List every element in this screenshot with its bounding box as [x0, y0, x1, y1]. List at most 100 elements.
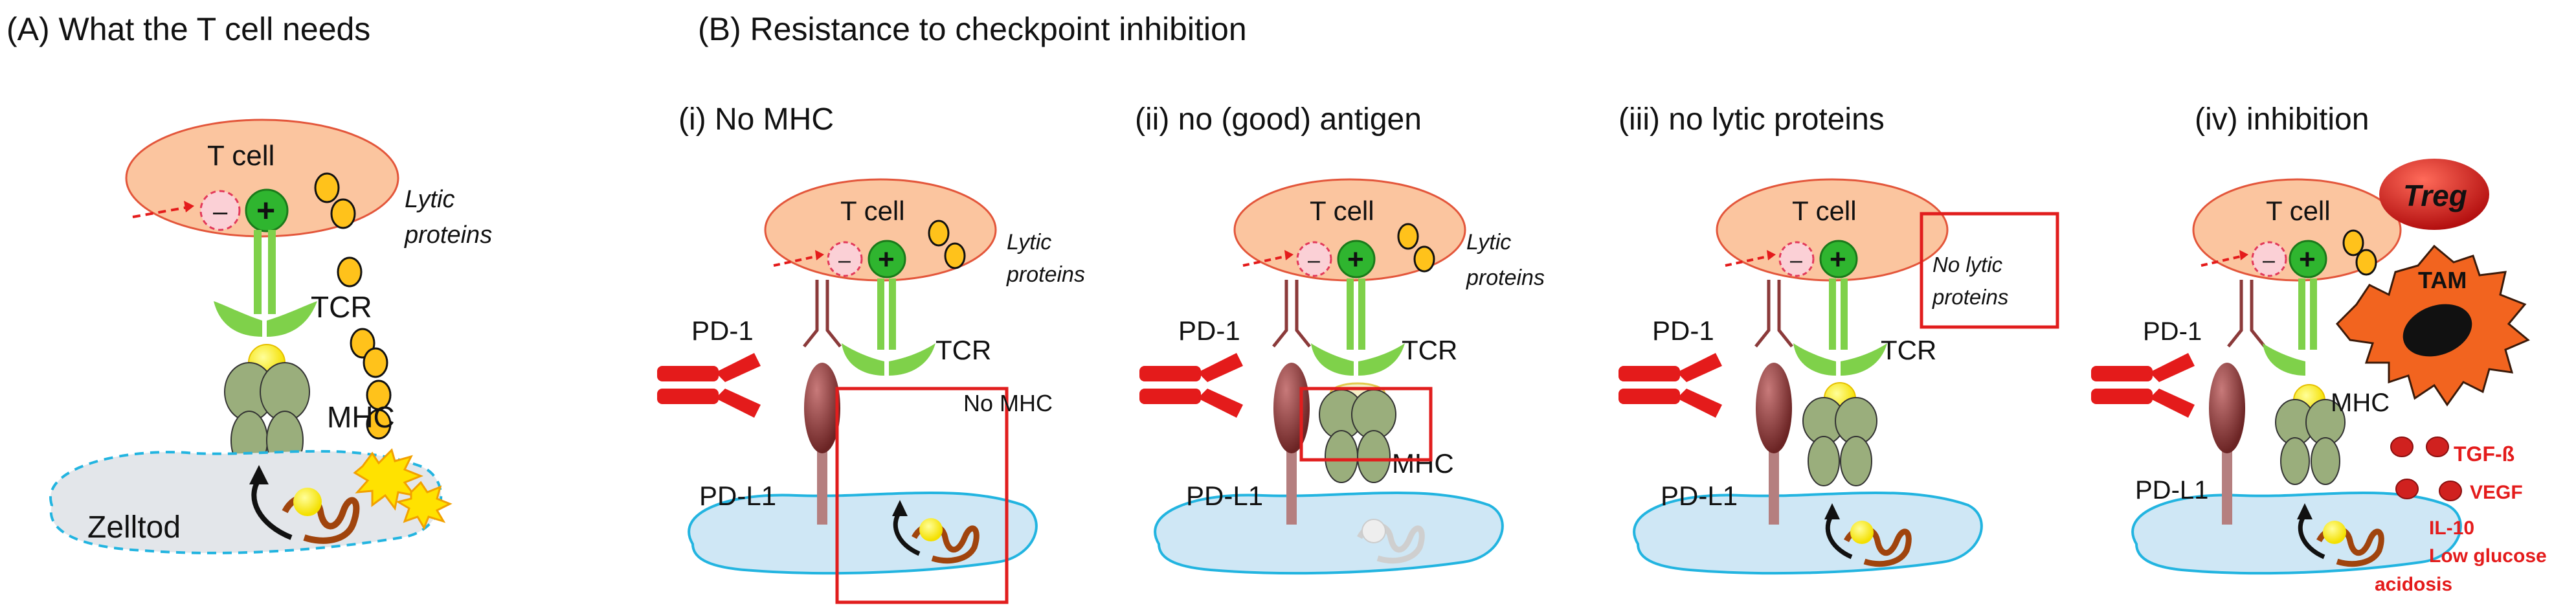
dna-arrow-icon: [251, 477, 293, 540]
t-cell-label: T cell: [1792, 196, 1857, 226]
pd1-label: PD-1: [691, 315, 754, 346]
subpanel-iv-title: (iv) inhibition: [2195, 102, 2369, 137]
pd1-icon: [1272, 280, 1311, 348]
t-cell-label: T cell: [2266, 196, 2331, 226]
lytic-label-1: Lytic: [1466, 230, 1511, 255]
svg-text:–: –: [838, 248, 851, 273]
no-lytic-label-1: No lytic: [1932, 253, 2003, 277]
tcr-label: TCR: [1881, 335, 1936, 365]
tumor-cell-icon: [1633, 491, 1983, 575]
pd1-label: PD-1: [1652, 315, 1714, 346]
plus-receptor-icon: [245, 188, 289, 232]
pdl1-icon: [804, 363, 840, 525]
factor-acidosis: acidosis: [2375, 574, 2452, 595]
signal-arrow-icon: [132, 206, 188, 218]
pdl1-label: PD-L1: [2135, 476, 2208, 504]
mhc-icon: [2275, 399, 2346, 485]
panel-a: (A) What the T cell needs T cell – + Lyt…: [6, 11, 492, 554]
svg-text:+: +: [878, 244, 895, 275]
tcr-icon: [1793, 278, 1887, 376]
svg-text:–: –: [1308, 248, 1320, 273]
antibody-icon: [1618, 353, 1722, 418]
panel-a-heading: (A) What the T cell needs: [6, 11, 370, 47]
subpanel-iv: (iv) inhibition T cell – + Treg TAM: [2091, 102, 2547, 595]
panel-b: (B) Resistance to checkpoint inhibition …: [657, 11, 2547, 604]
pd1-icon: [2227, 280, 2266, 348]
subpanel-iii: (iii) no lytic proteins T cell – + No ly…: [1618, 102, 2059, 575]
mhc-label: MHC: [2331, 389, 2390, 417]
antibody-icon: [1139, 353, 1243, 418]
lytic-granule-icon: [314, 172, 392, 440]
lytic-granule-icon: [1397, 223, 1435, 273]
plus-receptor-icon: [1819, 240, 1858, 278]
minus-receptor-icon: [827, 241, 863, 277]
plus-receptor-icon: [1337, 240, 1376, 278]
pdl1-icon: [1756, 363, 1792, 525]
subpanel-i-title: (i) No MHC: [678, 102, 834, 137]
svg-text:–: –: [1790, 248, 1802, 273]
lytic-label-2: proteins: [1006, 262, 1085, 287]
subpanel-iii-title: (iii) no lytic proteins: [1618, 102, 1885, 137]
pdl1-icon: [2209, 363, 2245, 525]
tcr-icon: [842, 278, 935, 376]
factor-tgfb: TGF-ß: [2454, 442, 2514, 466]
t-cell-icon: [125, 119, 399, 238]
subpanel-ii: (ii) no (good) antigen T cell – + Lytic …: [1135, 102, 1545, 575]
lytic-label-2: proteins: [404, 221, 492, 249]
minus-receptor-icon: [199, 190, 241, 231]
tumor-cell-icon: [2131, 491, 2462, 575]
treg-icon: [2379, 159, 2489, 230]
t-cell-label: T cell: [840, 196, 905, 226]
mhc-icon: [1319, 389, 1396, 483]
svg-text:–: –: [213, 198, 228, 226]
lytic-label-1: Lytic: [1007, 230, 1051, 255]
tam-label: TAM: [2418, 267, 2467, 293]
no-mhc-box: [835, 387, 1009, 604]
zelltod-label: Zelltod: [87, 510, 181, 545]
plus-receptor-icon: [2289, 240, 2327, 278]
antibody-icon: [2091, 353, 2195, 418]
panel-b-heading: (B) Resistance to checkpoint inhibition: [698, 11, 1247, 47]
svg-text:+: +: [2299, 244, 2316, 275]
no-lytic-label-2: proteins: [1932, 285, 2008, 309]
tcr-label: TCR: [935, 335, 991, 365]
tumor-cell-icon: [688, 491, 1038, 575]
subpanel-i: (i) No MHC T cell – + Lytic proteins: [657, 102, 1085, 604]
mhc-label: MHC: [1392, 448, 1454, 479]
pdl1-label: PD-L1: [1661, 481, 1738, 511]
lytic-granule-icon: [2342, 229, 2377, 276]
mhc-icon: [1802, 397, 1877, 486]
tcr-label: TCR: [311, 290, 372, 324]
pd1-icon: [1754, 280, 1793, 348]
svg-text:+: +: [1830, 244, 1846, 275]
tcr-icon: [1311, 278, 1405, 376]
svg-text:+: +: [256, 192, 275, 229]
subpanel-ii-title: (ii) no (good) antigen: [1135, 102, 1422, 137]
minus-receptor-icon: [2251, 241, 2287, 277]
factor-vegf: VEGF: [2470, 482, 2523, 503]
treg-label: Treg: [2403, 179, 2467, 212]
tcr-label: TCR: [1402, 335, 1457, 365]
no-mhc-label: No MHC: [963, 390, 1053, 416]
pd1-label: PD-1: [1178, 315, 1240, 346]
pd1-label: PD-1: [2143, 317, 2202, 346]
t-cell-label: T cell: [207, 140, 274, 172]
minus-receptor-icon: [1296, 241, 1332, 277]
lytic-label-2: proteins: [1466, 266, 1545, 290]
pdl1-label: PD-L1: [1186, 481, 1263, 511]
antigen-box: [1299, 387, 1433, 462]
antibody-icon: [657, 353, 761, 418]
no-lytic-box: [1920, 212, 2059, 329]
mhc-label: MHC: [327, 400, 395, 434]
svg-text:–: –: [2263, 248, 2275, 273]
factor-il10: IL-10: [2429, 517, 2474, 539]
minus-receptor-icon: [1778, 241, 1815, 277]
svg-text:+: +: [1347, 244, 1364, 275]
soluble-factor-icon: [2390, 436, 2462, 501]
tcr-icon: [214, 230, 317, 337]
t-cell-label: T cell: [1310, 196, 1374, 226]
tcr-icon: [2263, 278, 2317, 376]
plus-receptor-icon: [868, 240, 906, 278]
factor-low-glucose: Low glucose: [2429, 545, 2547, 567]
pd1-icon: [803, 280, 842, 348]
